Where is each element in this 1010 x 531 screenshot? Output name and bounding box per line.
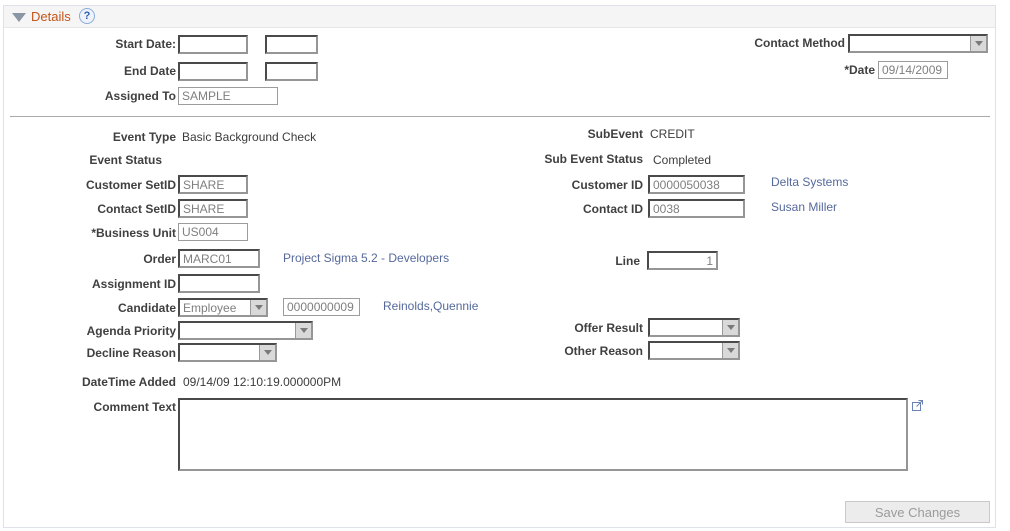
start-date-input[interactable] xyxy=(178,35,248,54)
contact-method-value xyxy=(850,36,970,51)
start-time-input[interactable] xyxy=(265,35,318,54)
panel-title: Details xyxy=(31,9,71,24)
offer-result-select[interactable] xyxy=(648,318,740,337)
candidate-type-select[interactable]: Employee xyxy=(178,298,268,317)
datetime-added-value: 09/14/09 12:10:19.000000PM xyxy=(183,375,342,389)
agenda-priority-select[interactable] xyxy=(178,321,313,340)
decline-reason-select[interactable] xyxy=(178,343,277,362)
other-reason-select[interactable] xyxy=(648,341,740,360)
contact-method-label: Contact Method xyxy=(754,36,845,50)
order-description-link[interactable]: Project Sigma 5.2 - Developers xyxy=(283,251,450,265)
end-date-label: End Date xyxy=(123,64,176,78)
start-date-label: Start Date: xyxy=(115,37,176,51)
chevron-down-icon[interactable] xyxy=(970,36,986,51)
candidate-type-value: Employee xyxy=(183,301,237,315)
assignment-id-input[interactable] xyxy=(178,274,260,293)
order-input[interactable] xyxy=(178,249,260,268)
assigned-to-label: Assigned To xyxy=(104,89,176,103)
assigned-to-input[interactable] xyxy=(178,87,278,105)
date-input[interactable] xyxy=(878,61,948,79)
contact-id-label: Contact ID xyxy=(583,202,643,216)
contact-id-input[interactable] xyxy=(648,199,745,218)
contact-method-select[interactable] xyxy=(848,34,988,53)
customer-setid-input[interactable] xyxy=(178,175,248,194)
chevron-down-icon[interactable] xyxy=(722,343,738,358)
decline-reason-value xyxy=(180,345,259,360)
date-label: *Date xyxy=(844,63,875,77)
comment-text-label: Comment Text xyxy=(93,400,176,414)
expand-comment-icon[interactable] xyxy=(911,398,925,412)
details-header-bar xyxy=(4,6,995,28)
event-type-value: Basic Background Check xyxy=(182,130,317,144)
chevron-down-icon[interactable] xyxy=(295,323,311,338)
sub-event-value: CREDIT xyxy=(650,127,695,141)
business-unit-label: *Business Unit xyxy=(91,226,176,240)
contact-setid-label: Contact SetID xyxy=(97,202,176,216)
customer-id-input[interactable] xyxy=(648,175,745,194)
decline-reason-label: Decline Reason xyxy=(86,346,176,360)
candidate-label: Candidate xyxy=(117,301,176,315)
customer-id-label: Customer ID xyxy=(571,178,643,192)
end-time-input[interactable] xyxy=(265,62,318,81)
offer-result-label: Offer Result xyxy=(574,321,643,335)
section-divider xyxy=(10,116,990,117)
assignment-id-label: Assignment ID xyxy=(91,277,176,291)
line-label: Line xyxy=(615,254,640,268)
candidate-id-input[interactable] xyxy=(283,298,360,316)
help-icon[interactable]: ? xyxy=(79,8,95,24)
datetime-added-label: DateTime Added xyxy=(81,375,176,389)
chevron-down-icon[interactable] xyxy=(259,345,275,360)
sub-event-status-value: Completed xyxy=(653,153,712,167)
business-unit-input[interactable] xyxy=(178,223,248,241)
offer-result-value xyxy=(650,320,722,335)
save-changes-button[interactable]: Save Changes xyxy=(845,501,990,523)
line-input[interactable] xyxy=(647,251,718,270)
chevron-down-icon[interactable] xyxy=(250,300,266,315)
event-type-label: Event Type xyxy=(112,130,176,144)
candidate-name-link[interactable]: Reinolds,Quennie xyxy=(383,299,479,313)
other-reason-label: Other Reason xyxy=(564,344,643,358)
event-status-label: Event Status xyxy=(89,153,162,167)
end-date-input[interactable] xyxy=(178,62,248,81)
customer-name-link[interactable]: Delta Systems xyxy=(771,175,849,189)
comment-text-area[interactable] xyxy=(178,398,908,471)
other-reason-value xyxy=(650,343,722,358)
chevron-down-icon[interactable] xyxy=(722,320,738,335)
agenda-priority-value xyxy=(180,323,295,338)
collapse-arrow-icon[interactable] xyxy=(12,13,26,22)
sub-event-label: SubEvent xyxy=(587,127,643,141)
agenda-priority-label: Agenda Priority xyxy=(86,324,176,338)
customer-setid-label: Customer SetID xyxy=(85,178,176,192)
sub-event-status-label: Sub Event Status xyxy=(544,152,643,166)
contact-setid-input[interactable] xyxy=(178,199,248,218)
order-label: Order xyxy=(143,252,176,266)
contact-name-link[interactable]: Susan Miller xyxy=(771,200,838,214)
